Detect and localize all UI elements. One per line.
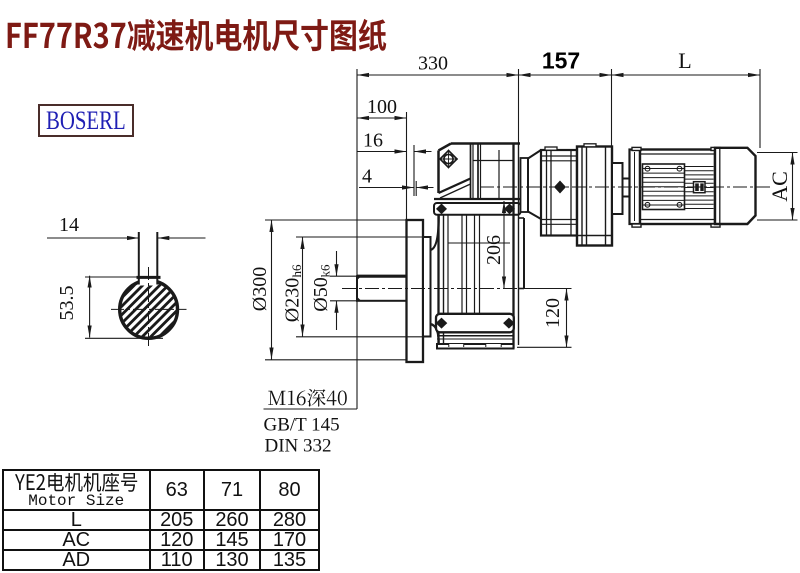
brand-logo: BOSERL <box>38 104 134 137</box>
size-63: 63 <box>148 469 205 511</box>
dim-d50-tol: k6 <box>318 264 333 278</box>
dim-14: 14 <box>59 214 79 236</box>
table-header-row: Motor Size 63 71 80 <box>2 469 320 511</box>
table-row-AC: AC 120 145 170 <box>2 529 320 551</box>
dim-53_5: 53.5 <box>56 286 78 321</box>
L-71: 260 <box>203 509 261 531</box>
motor-size-table: Motor Size 63 71 80 L 205 260 280 AC 120… <box>2 469 320 571</box>
dimension-labels: 330 157 L 100 16 4 14 53.5 Ø300 Ø230 h6 … <box>56 48 792 329</box>
dimension-lines <box>47 69 798 410</box>
L-80: 280 <box>259 509 320 531</box>
dim-100: 100 <box>367 96 397 118</box>
header-motor-size: Motor Size <box>2 469 151 511</box>
dim-L: L <box>678 48 691 73</box>
dim-d230: Ø230 <box>282 278 304 322</box>
flange-and-shaft <box>356 213 440 364</box>
size-80: 80 <box>259 469 320 511</box>
dim-120: 120 <box>542 298 564 328</box>
flange-plate <box>405 218 425 364</box>
input-adapter <box>519 143 631 247</box>
note-gbt: GB/T 145 <box>264 415 340 436</box>
bolt-symbol-slant <box>438 149 459 169</box>
table-row-AD: AD 110 130 135 <box>2 549 320 571</box>
AD-63: 110 <box>148 549 205 571</box>
AC-63: 120 <box>148 529 205 551</box>
note-m16-glyphs <box>268 388 347 407</box>
dim-4: 4 <box>362 166 372 188</box>
dim-d300: Ø300 <box>249 267 271 311</box>
brand-logo-text: BOSERL <box>46 105 126 135</box>
AD-80: 135 <box>259 549 320 571</box>
shaft-section-detail <box>111 232 187 346</box>
flange-pilot <box>422 236 432 338</box>
row-AC-label: AC <box>2 529 151 551</box>
size-71: 71 <box>203 469 261 511</box>
page-title <box>7 18 387 52</box>
page-title-glyphs <box>7 18 387 52</box>
fan-cowl <box>713 146 757 226</box>
row-L-label: L <box>2 509 151 531</box>
dim-d50: Ø50 <box>310 277 332 311</box>
L-63: 205 <box>148 509 205 531</box>
row-AD-label: AD <box>2 549 151 571</box>
AC-80: 170 <box>259 529 320 551</box>
note-din: DIN 332 <box>265 436 332 457</box>
dim-157: 157 <box>542 48 580 74</box>
center-hole-note: GB/T 145 DIN 332 <box>264 388 347 457</box>
dim-206: 206 <box>483 235 505 265</box>
gearbox-body <box>433 142 525 350</box>
header-en-label: Motor Size <box>28 491 125 510</box>
centerlines <box>342 186 770 289</box>
AD-71: 130 <box>203 549 261 571</box>
motor <box>628 146 757 228</box>
header-cn-glyphs <box>14 472 137 492</box>
dim-d230-tol: h6 <box>289 264 304 278</box>
dim-AC: AC <box>767 171 792 202</box>
dim-16: 16 <box>363 130 383 152</box>
dim-330: 330 <box>418 53 448 75</box>
table-row-L: L 205 260 280 <box>2 509 320 531</box>
AC-71: 145 <box>203 529 261 551</box>
